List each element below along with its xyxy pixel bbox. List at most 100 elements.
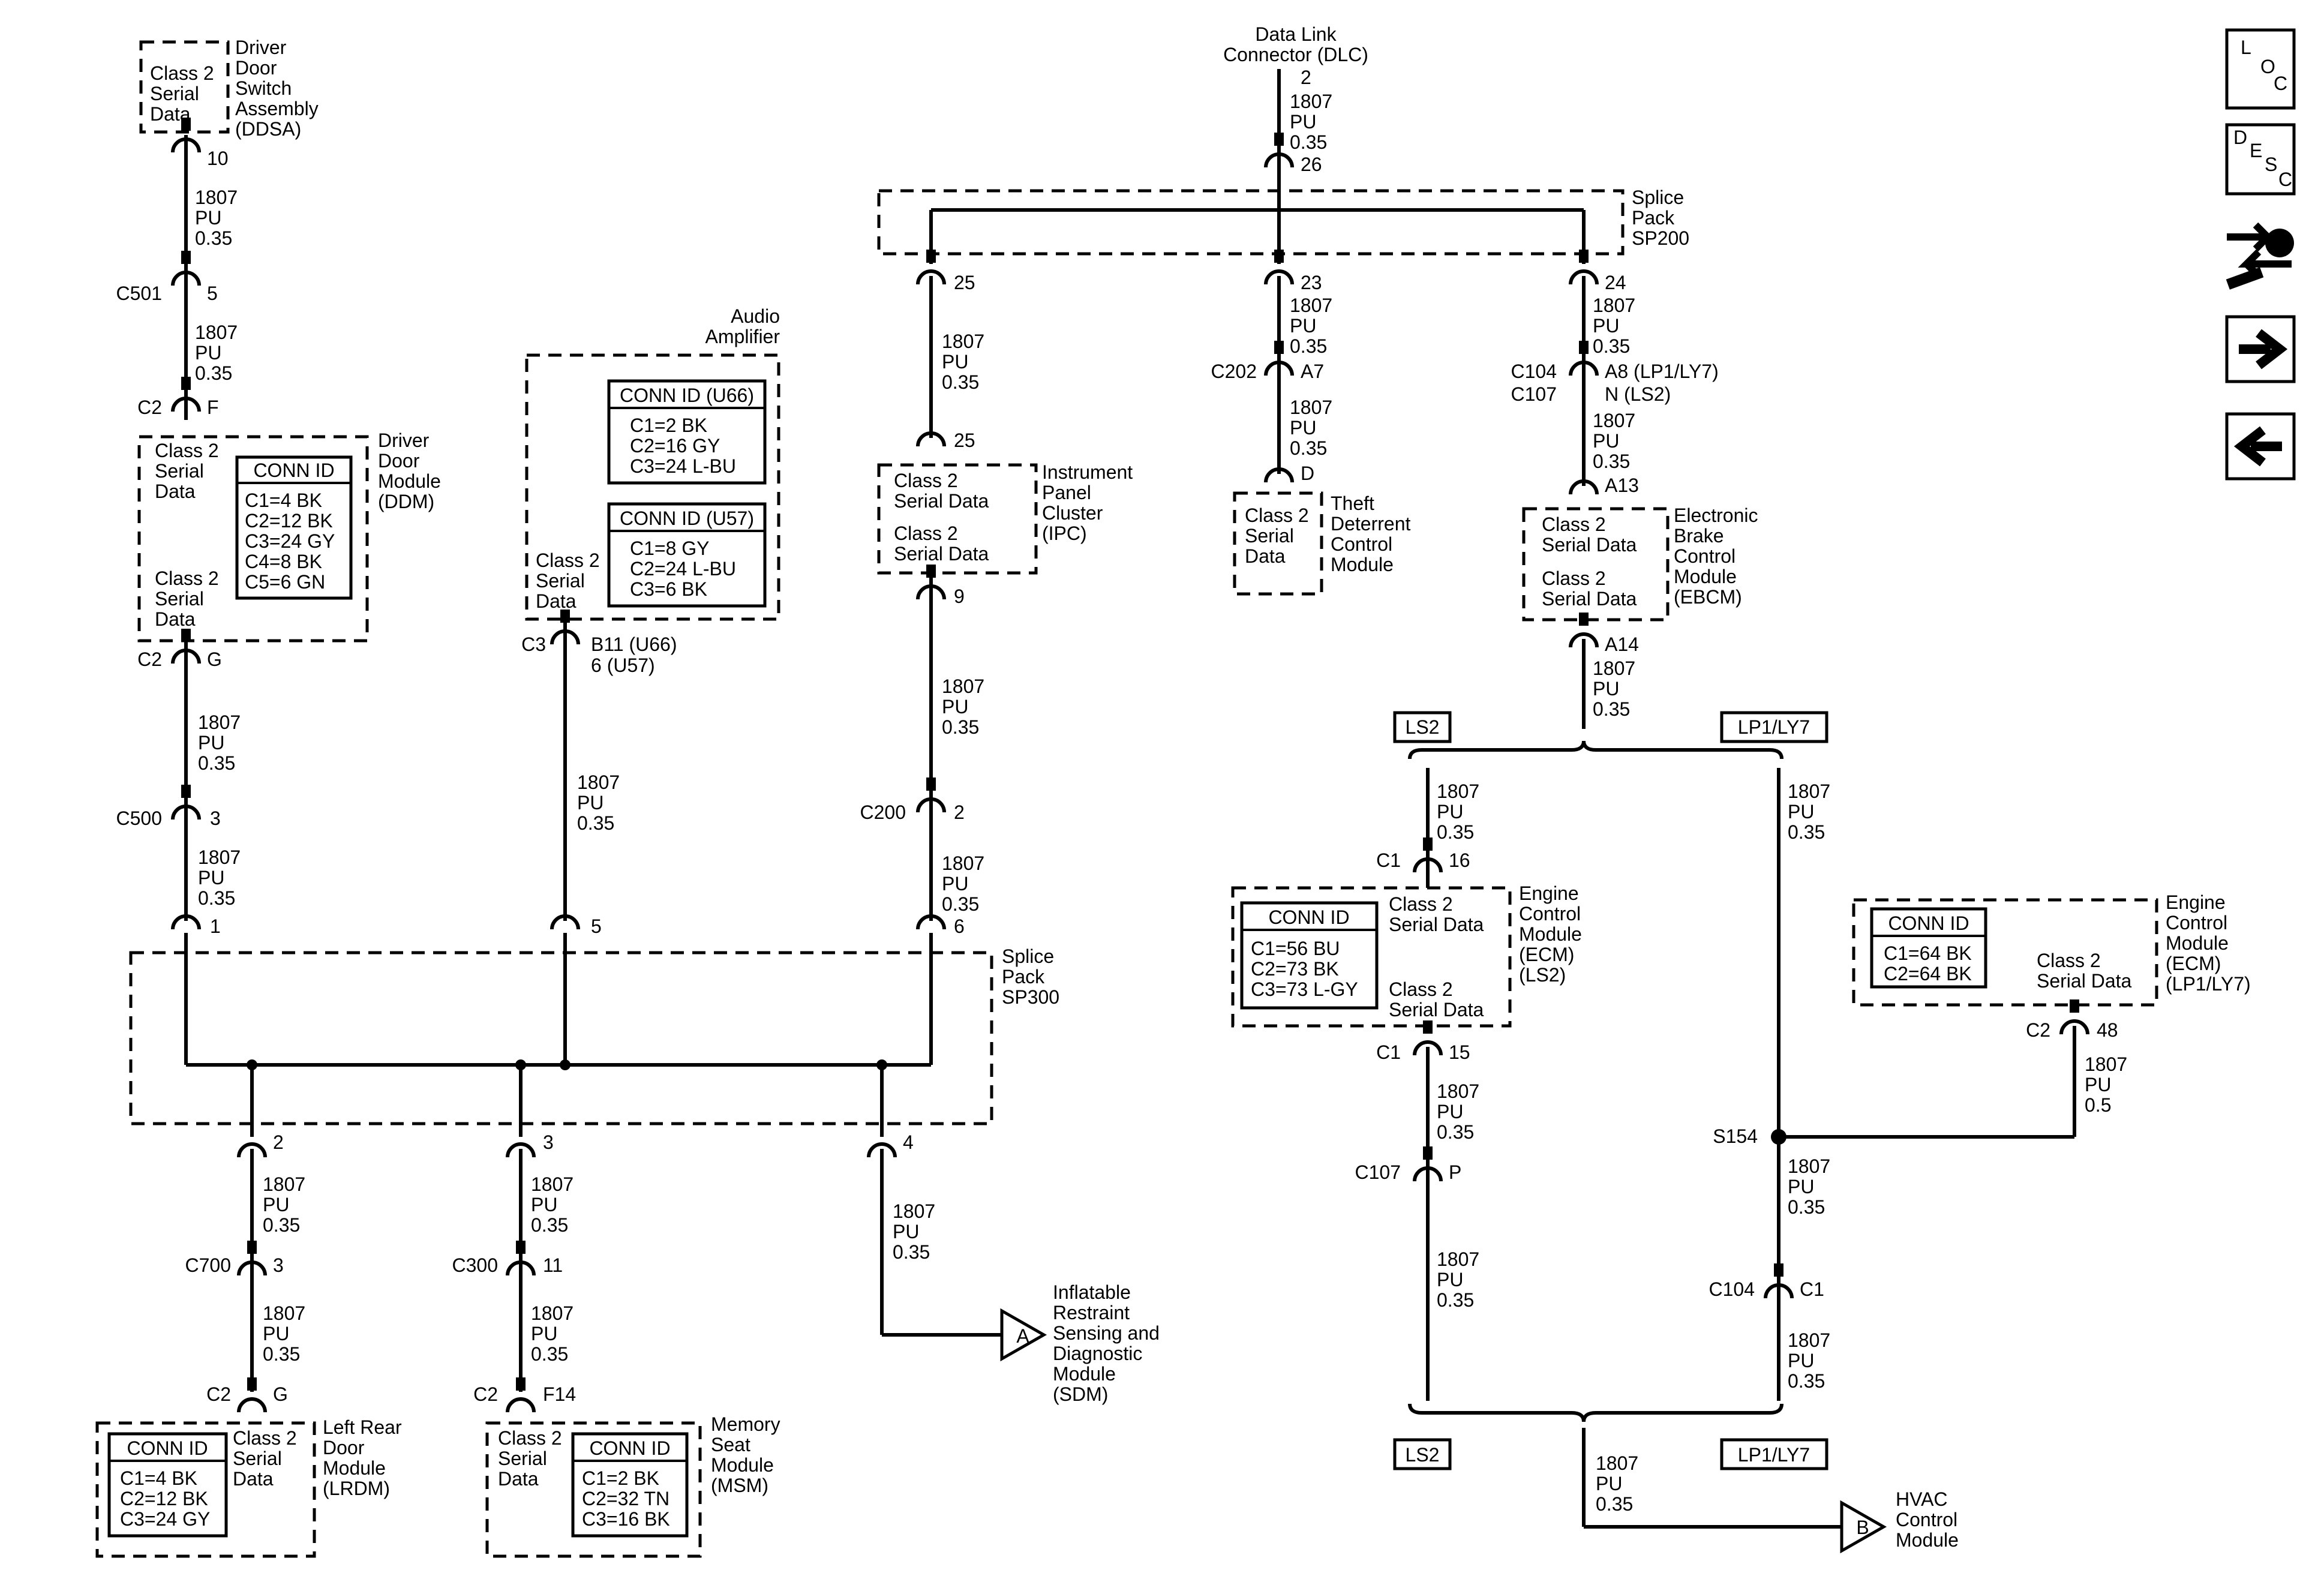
ipc-name-1: Panel: [1042, 482, 1091, 503]
wire-ipc-c200-circuit: 1807: [942, 676, 984, 697]
ecm-lp1-name-1: Control: [2166, 912, 2227, 933]
hvac-page-marker[interactable]: [1840, 1500, 1887, 1554]
wire-sp300-c300-circuit: 1807: [531, 1173, 574, 1195]
wire-c501-ddm-color: PU: [195, 342, 221, 364]
wire-sp300-c700-circuit: 1807: [263, 1173, 305, 1195]
ddm-name-1: Door: [378, 450, 420, 472]
ddm-conn-id-4: C5=6 GN: [245, 571, 325, 593]
wire-ecm-c107-size: 0.35: [1437, 1121, 1474, 1143]
arrow-left-icon[interactable]: [2225, 412, 2296, 481]
wire-sp200-c104-color: PU: [1593, 315, 1619, 337]
wire-c501-ddm-size: 0.35: [195, 362, 232, 384]
ecm-ls2-name-1: Control: [1519, 903, 1581, 924]
ddm-label-b-data: Data: [155, 608, 196, 630]
ebcm-label-a-class2: Class 2: [1542, 514, 1606, 535]
connector-symbols: [173, 118, 2088, 1412]
ddm-name-0: Driver: [378, 430, 430, 451]
wire-c104-ebcm-color: PU: [1593, 430, 1619, 452]
dlc-name-1: Connector (DLC): [1223, 44, 1368, 65]
ecm-ls2-conn-id-1: C2=73 BK: [1251, 958, 1339, 980]
ecm-ls2-label-a-serial-data: Serial Data: [1389, 914, 1484, 935]
ecm-ls2-label-a-class2: Class 2: [1389, 893, 1453, 915]
ipc-top-pin: 25: [954, 430, 975, 451]
ecm-ls2-name-4: (LS2): [1519, 964, 1566, 986]
ecm-ls2-conn-id-box: [1240, 901, 1379, 1010]
ddsa-label-serial: Serial: [150, 83, 199, 104]
arrow-right-icon[interactable]: [2225, 315, 2296, 383]
wire-ecm-c107-circuit: 1807: [1437, 1080, 1479, 1102]
wire-ddsa-c501-color: PU: [195, 207, 221, 229]
ddm-outline: [137, 435, 369, 643]
amp-u66-title: CONN ID (U66): [620, 385, 754, 406]
wire-ecm-c107-color: PU: [1437, 1101, 1463, 1122]
msm-conn-id-box: [571, 1432, 689, 1538]
amp-conn-id-u66-box: [607, 379, 767, 485]
amp-label-data: Data: [536, 590, 577, 612]
c202-pin: A7: [1301, 361, 1324, 382]
option-lp1-bottom: LP1/LY7: [1738, 1444, 1810, 1466]
ddm-top-pin: F: [207, 397, 219, 418]
ecm-lp1-label-serial-data: Serial Data: [2037, 970, 2132, 992]
lrdm-conn: C2: [206, 1383, 231, 1405]
msm-conn-id-1: C2=32 TN: [582, 1488, 669, 1509]
ddm-conn-id-2: C3=24 GY: [245, 530, 335, 552]
wire-c500-sp300-color: PU: [198, 867, 224, 888]
lrdm-pin: G: [273, 1383, 288, 1405]
option-box-ls2-bottom: [1393, 1438, 1452, 1470]
c104-bottom-pin: C1: [1800, 1278, 1824, 1300]
tdcm-label-serial: Serial: [1245, 525, 1294, 547]
ecm-lp1-conn-id-title: CONN ID: [1888, 912, 1969, 934]
loc-icon[interactable]: [2225, 28, 2296, 110]
amp-u66-1: C2=16 GY: [630, 435, 720, 457]
splice-dot: [876, 1059, 887, 1070]
ipc-name-2: Cluster: [1042, 502, 1103, 524]
wire-c200-sp300-size: 0.35: [942, 893, 979, 915]
wire-c202-tdcm-size: 0.35: [1290, 437, 1327, 459]
loc-letter-l: L: [2241, 37, 2251, 58]
sdm-page-marker[interactable]: [1000, 1308, 1047, 1362]
wire-sp300-c700-color: PU: [263, 1194, 289, 1215]
wrench-icon[interactable]: [2226, 222, 2294, 290]
lrdm-name-0: Left Rear: [323, 1416, 402, 1438]
wire-c107-merge-color: PU: [1437, 1269, 1463, 1290]
ecm-lp1-label-class2: Class 2: [2037, 950, 2101, 971]
desc-icon[interactable]: [2225, 123, 2296, 196]
ecm-lp1-name-0: Engine: [2166, 891, 2226, 913]
ddm-conn-id-3: C4=8 BK: [245, 551, 322, 572]
ddsa-name-0: Driver: [235, 37, 287, 58]
tdcm-label-class2: Class 2: [1245, 505, 1309, 526]
ecm-ls2-label-b-serial-data: Serial Data: [1389, 999, 1484, 1020]
wire-amp-sp300-color: PU: [577, 792, 603, 813]
msm-label-class2: Class 2: [498, 1427, 562, 1449]
sdm-marker: A: [1016, 1325, 1029, 1347]
wire-sp300-sdm-circuit: 1807: [893, 1200, 935, 1222]
hvac-name-0: HVAC: [1896, 1488, 1948, 1510]
amp-conn: C3: [521, 634, 546, 655]
wire-ddm-c500-circuit: 1807: [198, 712, 241, 733]
wire-ddm-c500-color: PU: [198, 732, 224, 754]
wire-c200-sp300-color: PU: [942, 873, 968, 894]
tdcm-name-3: Module: [1331, 554, 1394, 575]
msm-conn-id-title: CONN ID: [589, 1437, 670, 1459]
ddm-label-b-serial: Serial: [155, 588, 204, 610]
wire-dlc-sp200-circuit: 1807: [1290, 91, 1332, 112]
ecm-lp1-name-3: (ECM): [2166, 953, 2221, 974]
loc-letter-c: C: [2274, 73, 2287, 94]
msm-name-1: Seat: [711, 1434, 750, 1455]
ecm-lp1-conn: C2: [2026, 1019, 2050, 1041]
ecm-ls2-label-b-class2: Class 2: [1389, 978, 1453, 1000]
c107-top-pin: N (LS2): [1605, 383, 1671, 405]
desc-letter-s: S: [2265, 154, 2277, 175]
ecm-lp1-pin: 48: [2097, 1019, 2118, 1041]
c300-pin: 11: [543, 1254, 563, 1276]
tdcm-name-2: Control: [1331, 533, 1392, 555]
ipc-bottom-pin: 9: [954, 586, 965, 607]
wire-s154-c104-size: 0.35: [1788, 1196, 1825, 1218]
ddm-bottom-pin: G: [207, 649, 222, 670]
ebcm-name-1: Brake: [1674, 525, 1724, 547]
c107-top-conn: C107: [1511, 383, 1557, 405]
wire-ipc-c200-color: PU: [942, 696, 968, 718]
ddsa-name-1: Door: [235, 57, 277, 79]
amp-u66-2: C3=24 L-BU: [630, 455, 736, 477]
c107-bottom-conn: C107: [1355, 1161, 1401, 1183]
